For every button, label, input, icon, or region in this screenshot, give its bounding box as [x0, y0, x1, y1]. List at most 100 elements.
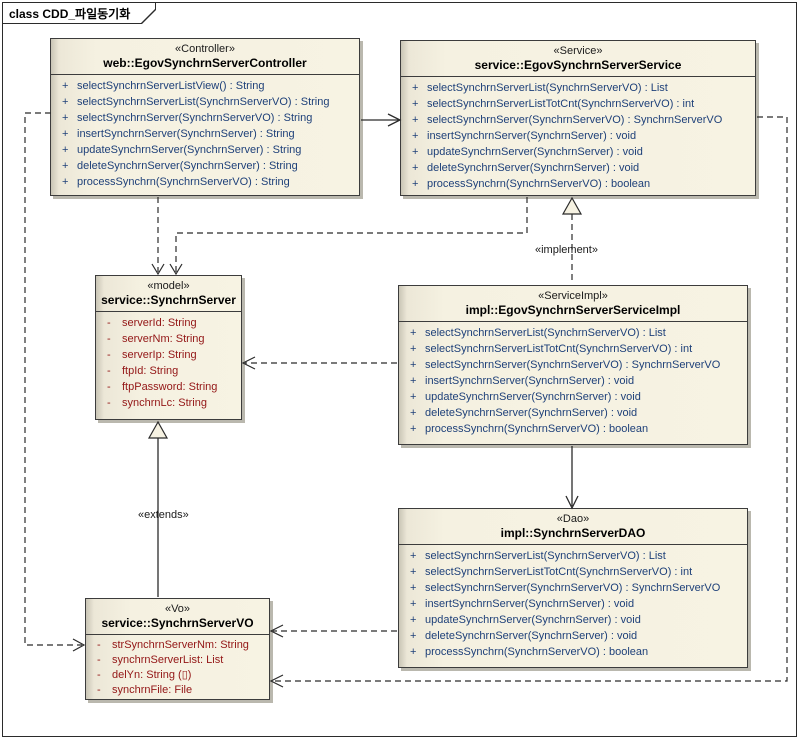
member-visibility-sign: + [410, 359, 417, 371]
member-signature: delYn: String (▯) [112, 669, 192, 681]
member-signature: updateSynchrnServer(SynchrnServer) : Str… [77, 144, 302, 156]
member-visibility-sign: - [97, 639, 101, 651]
member-visibility-sign: + [412, 146, 419, 158]
member-visibility-sign: + [412, 178, 419, 190]
member-row-method: +selectSynchrnServerList(SynchrnServerVO… [51, 94, 359, 110]
class-name: web::EgovSynchrnServerController [103, 56, 307, 70]
member-row-attribute: -serverIp: String [96, 347, 241, 363]
member-row-method: + selectSynchrnServerListTotCnt(SynchrnSe… [399, 564, 747, 580]
member-row-method: +processSynchrn(SynchrnServerVO) : boole… [399, 421, 747, 437]
member-row-method: + processSynchrn(SynchrnServerVO) : boole… [399, 644, 747, 660]
class-stereotype: «Dao» [556, 513, 590, 525]
member-row-attribute: -synchrnServerList: List [86, 653, 269, 668]
member-row-method: +selectSynchrnServerList(SynchrnServerVO… [401, 80, 755, 96]
member-visibility-sign: + [410, 391, 417, 403]
class-name: impl::SynchrnServerDAO [500, 526, 646, 540]
class-header: «Controller» web::EgovSynchrnServerContr… [51, 39, 359, 75]
class-box-egov-synchrn-server-controller[interactable]: «Controller» web::EgovSynchrnServerContr… [50, 38, 360, 196]
class-header: «model» service::SynchrnServer [96, 276, 241, 312]
member-row-method: +deleteSynchrnServer(SynchrnServer) : vo… [399, 628, 747, 644]
member-signature: strSynchrnServerNm: String [112, 639, 249, 651]
member-row-method: +insertSynchrnServer(SynchrnServer) : vo… [401, 128, 755, 144]
class-header: «Dao» impl::SynchrnServerDAO [399, 509, 747, 545]
member-row-method: +updateSynchrnServer(SynchrnServer) : vo… [401, 144, 755, 160]
member-row-method: + selectSynchrnServerList(SynchrnServerVO… [399, 325, 747, 341]
class-name: service::SynchrnServerVO [101, 616, 254, 630]
member-row-attribute: -serverId: String [96, 315, 241, 331]
member-signature: selectSynchrnServer(SynchrnServerVO) : S… [425, 582, 721, 594]
member-visibility-sign: + [412, 114, 419, 126]
member-visibility-sign: + [410, 646, 417, 658]
member-signature: synchrnLc: String [122, 397, 207, 409]
member-signature: updateSynchrnServer(SynchrnServer) : voi… [425, 391, 641, 403]
member-row-method: +processSynchrn(SynchrnServerVO) : Strin… [51, 174, 359, 190]
class-box-synchrn-server[interactable]: «model» service::SynchrnServer -serverId… [95, 275, 242, 420]
member-row-method: + updateSynchrnServer(SynchrnServer) : vo… [399, 389, 747, 405]
member-row-attribute: -strSynchrnServerNm: String [86, 638, 269, 653]
class-box-synchrn-server-vo[interactable]: «Vo» service::SynchrnServerVO -strSynchr… [85, 598, 270, 700]
member-signature: serverNm: String [122, 333, 205, 345]
member-row-attribute: -ftpPassword: String [96, 379, 241, 395]
member-row-attribute: -delYn: String (▯) [86, 668, 269, 683]
member-signature: selectSynchrnServerListTotCnt(SynchrnSer… [425, 566, 693, 578]
diagram-frame-tab: class CDD_파일동기화 [2, 2, 156, 24]
member-signature: processSynchrn(SynchrnServerVO) : boolea… [425, 646, 649, 658]
class-header: «ServiceImpl» impl::EgovSynchrnServerSer… [399, 286, 747, 322]
member-visibility-sign: - [97, 654, 101, 666]
member-signature: selectSynchrnServerList(SynchrnServerVO)… [425, 550, 666, 562]
member-row-method: +selectSynchrnServerListTotCnt(SynchrnSe… [399, 341, 747, 357]
class-box-egov-synchrn-server-service[interactable]: «Service» service::EgovSynchrnServerServ… [400, 40, 756, 196]
member-signature: insertSynchrnServer(SynchrnServer) : voi… [427, 130, 637, 142]
class-member-list: +selectSynchrnServerListView() : String+… [51, 75, 359, 190]
member-row-method: + insertSynchrnServer(SynchrnServer) : vo… [399, 373, 747, 389]
class-member-list: + selectSynchrnServerList(SynchrnServerVO… [399, 322, 747, 437]
class-box-egov-synchrn-server-service-impl[interactable]: «ServiceImpl» impl::EgovSynchrnServerSer… [398, 285, 748, 445]
member-row-method: +updateSynchrnServer(SynchrnServer) : vo… [399, 612, 747, 628]
member-visibility-sign: + [410, 327, 417, 339]
member-row-attribute: -synchrnLc: String [96, 395, 241, 411]
member-visibility-sign: + [410, 550, 417, 562]
member-signature: serverIp: String [122, 349, 197, 361]
member-visibility-sign: - [107, 381, 111, 393]
member-signature: ftpPassword: String [122, 381, 218, 393]
member-signature: insertSynchrnServer(SynchrnServer) : voi… [425, 375, 635, 387]
member-row-method: + selectSynchrnServerList(SynchrnServerVO… [399, 548, 747, 564]
member-row-method: +deleteSynchrnServer(SynchrnServer) : St… [51, 158, 359, 174]
member-row-method: + updateSynchrnServer(SynchrnServer) : St… [51, 142, 359, 158]
member-visibility-sign: + [62, 144, 69, 156]
member-signature: selectSynchrnServer(SynchrnServerVO) : S… [77, 112, 313, 124]
member-signature: synchrnServerList: List [112, 654, 224, 666]
member-signature: processSynchrn(SynchrnServerVO) : boolea… [425, 423, 649, 435]
member-visibility-sign: + [410, 566, 417, 578]
class-name: service::EgovSynchrnServerService [474, 58, 682, 72]
member-visibility-sign: - [107, 365, 111, 377]
member-visibility-sign: - [107, 397, 111, 409]
member-row-attribute: -synchrnFile: File [86, 683, 269, 698]
member-visibility-sign: + [62, 112, 69, 124]
member-visibility-sign: + [410, 598, 417, 610]
member-visibility-sign: - [107, 333, 111, 345]
class-box-synchrn-server-dao[interactable]: «Dao» impl::SynchrnServerDAO +selectSync… [398, 508, 748, 668]
member-visibility-sign: + [410, 375, 417, 387]
member-signature: selectSynchrnServerList(SynchrnServerVO)… [425, 327, 666, 339]
member-visibility-sign: + [412, 82, 419, 94]
class-stereotype: «Controller» [175, 43, 235, 55]
member-visibility-sign: + [62, 96, 69, 108]
member-visibility-sign: + [62, 176, 69, 188]
member-visibility-sign: + [410, 614, 417, 626]
class-header: «Vo» service::SynchrnServerVO [86, 599, 269, 635]
class-member-list: +selectSynchrnServerList(SynchrnServerVO… [401, 77, 755, 192]
member-row-attribute: -ftpId: String [96, 363, 241, 379]
member-signature: deleteSynchrnServer(SynchrnServer) : voi… [425, 630, 638, 642]
member-row-method: +deleteSynchrnServer(SynchrnServer) : vo… [399, 405, 747, 421]
member-visibility-sign: - [97, 684, 101, 696]
member-signature: selectSynchrnServerListTotCnt(SynchrnSer… [425, 343, 693, 355]
member-visibility-sign: - [107, 317, 111, 329]
member-row-method: +selectSynchrnServer(SynchrnServerVO) : … [399, 357, 747, 373]
member-visibility-sign: + [412, 98, 419, 110]
class-header: «Service» service::EgovSynchrnServerServ… [401, 41, 755, 77]
class-name: service::SynchrnServer [101, 293, 236, 307]
member-visibility-sign: - [107, 349, 111, 361]
member-visibility-sign: - [97, 669, 101, 681]
